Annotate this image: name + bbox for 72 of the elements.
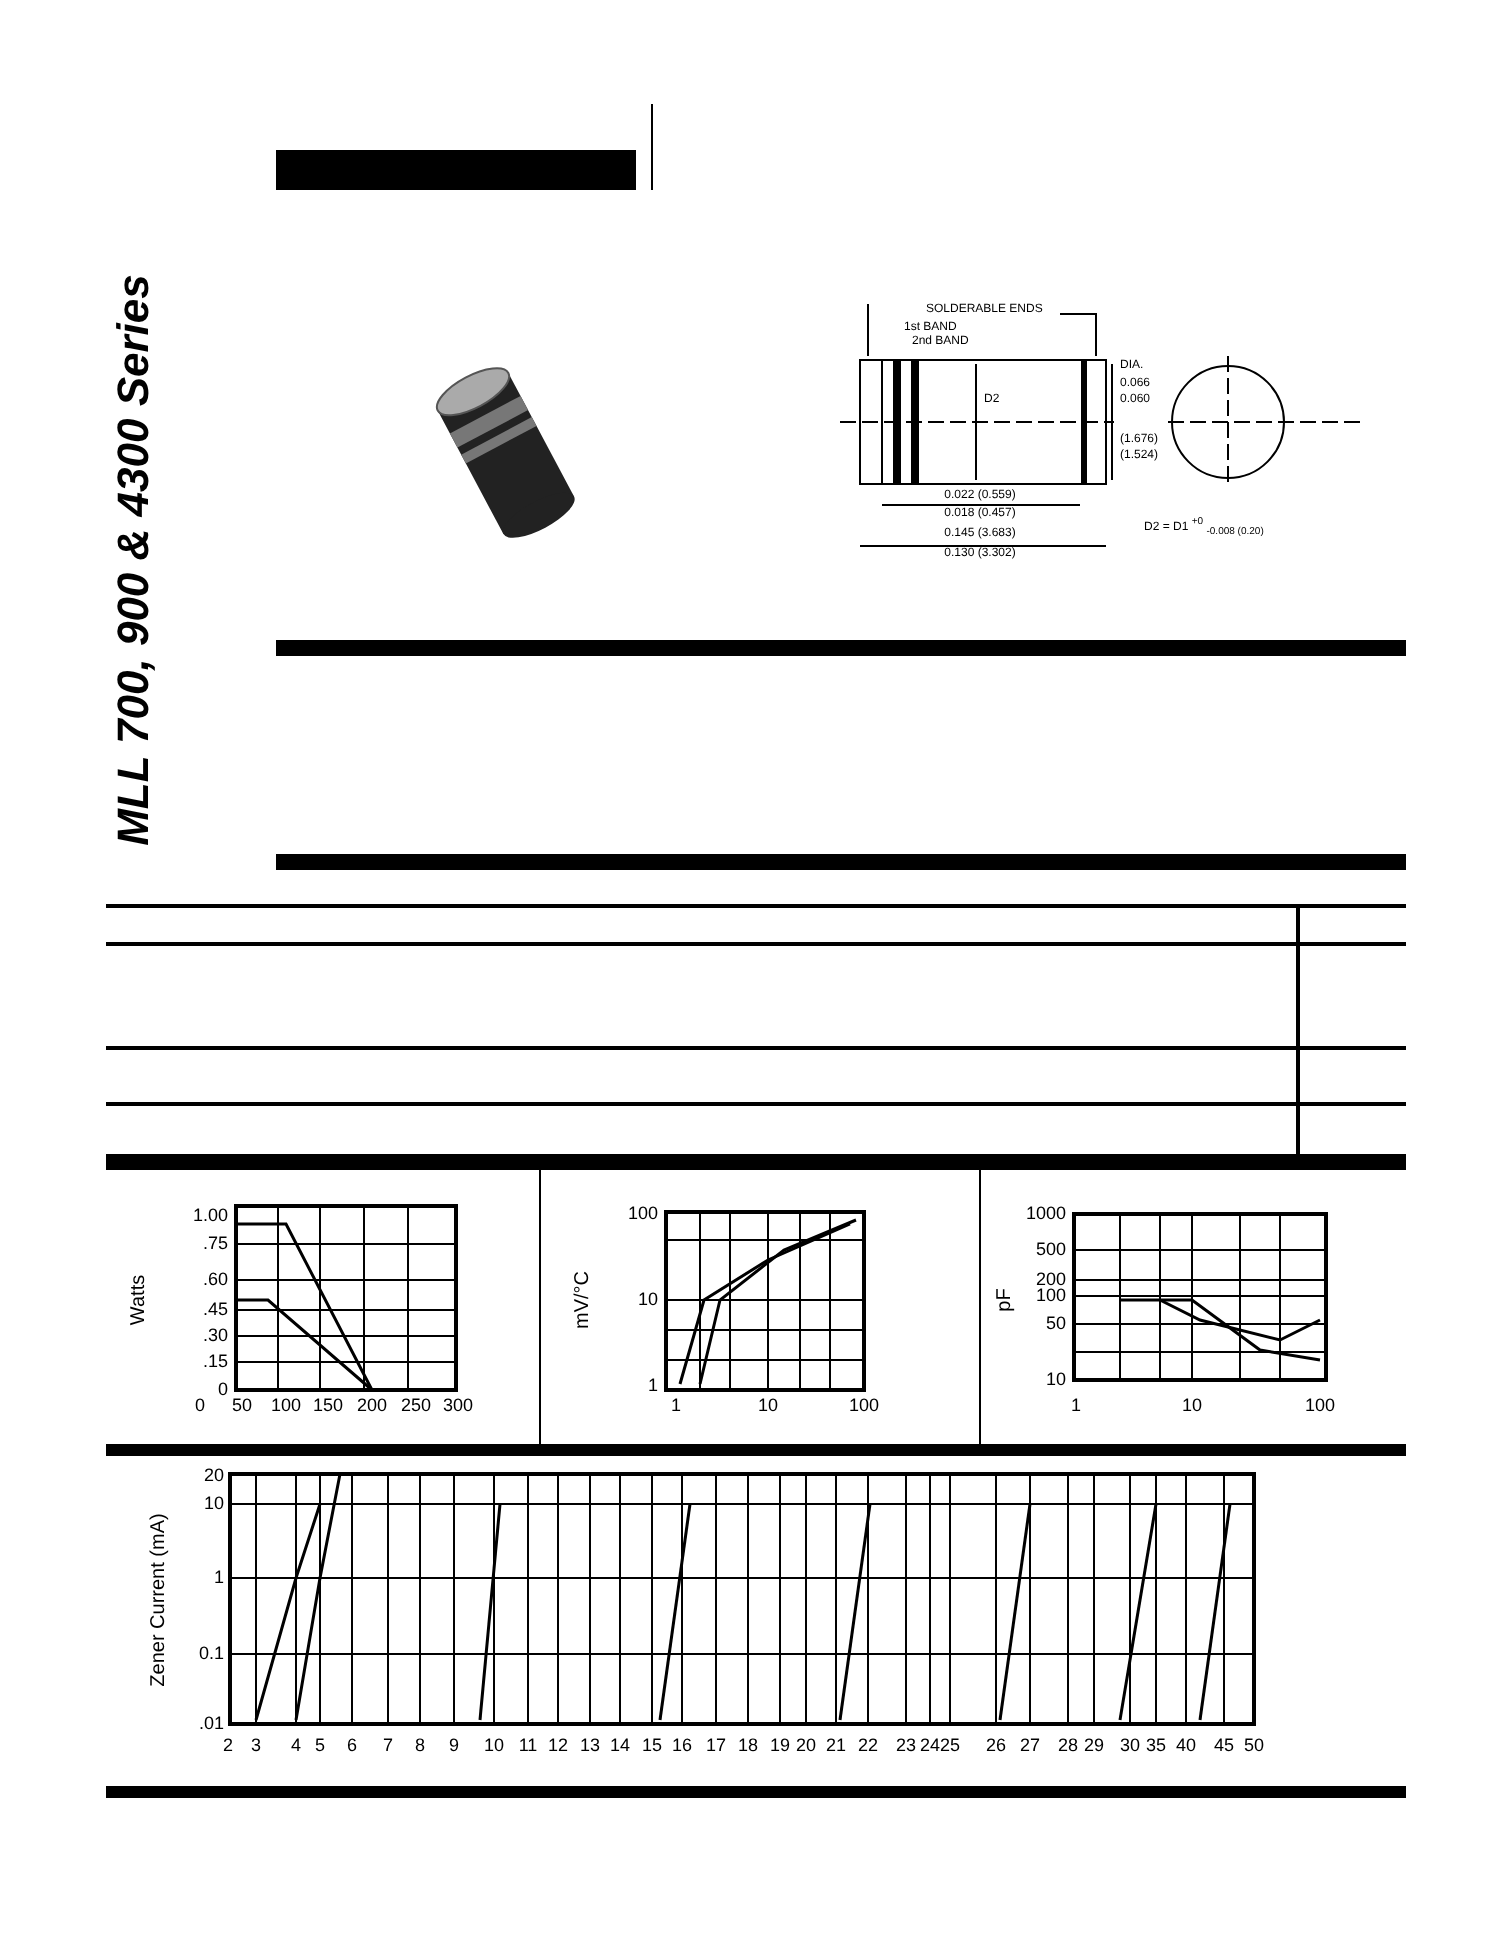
series-title: MLL 700, 900 & 4300 Series xyxy=(112,274,156,846)
tick-label: 28 xyxy=(1058,1737,1078,1755)
tick-label: 22 xyxy=(858,1737,878,1755)
tick-label: 27 xyxy=(1020,1737,1040,1755)
axis-label: Zener Current (mA) xyxy=(150,1513,170,1687)
tick-label: 200 xyxy=(1035,1271,1066,1289)
tick-label: .60 xyxy=(202,1271,228,1289)
tick-label: 8 xyxy=(415,1737,425,1755)
tick-label: 500 xyxy=(1035,1241,1066,1259)
tick-label: 35 xyxy=(1146,1737,1166,1755)
tick-label: 20 xyxy=(203,1467,224,1485)
tick-label: 10 xyxy=(637,1291,658,1309)
tick-label: .75 xyxy=(202,1235,228,1253)
tick-label: 10 xyxy=(1182,1397,1202,1415)
tick-label: 1 xyxy=(671,1397,681,1415)
tick-label: 13 xyxy=(580,1737,600,1755)
tick-label: .01 xyxy=(198,1715,224,1733)
tick-label: 24 xyxy=(920,1737,940,1755)
tick-label: 14 xyxy=(610,1737,630,1755)
tick-label: 150 xyxy=(312,1397,344,1415)
tick-label: 21 xyxy=(826,1737,846,1755)
tick-label: 11 xyxy=(518,1737,538,1755)
tick-label: 1000 xyxy=(1025,1205,1066,1223)
tick-label: 9 xyxy=(449,1737,459,1755)
tick-label: .30 xyxy=(202,1327,228,1345)
tick-label: 10 xyxy=(1045,1371,1066,1389)
tick-label: 17 xyxy=(706,1737,726,1755)
tick-label: 16 xyxy=(672,1737,692,1755)
tick-label: 0 xyxy=(195,1397,205,1415)
tick-label: 1 xyxy=(213,1569,224,1587)
tick-label: 1 xyxy=(1071,1397,1081,1415)
tick-label: 3 xyxy=(251,1737,261,1755)
tick-label: 50 xyxy=(1244,1737,1264,1755)
tick-label: 1.00 xyxy=(192,1207,228,1225)
tick-label: 0.1 xyxy=(198,1645,224,1663)
tick-label: 50 xyxy=(232,1397,252,1415)
axis-label: pF xyxy=(996,1288,1016,1312)
tick-label: 6 xyxy=(347,1737,357,1755)
tick-label: 26 xyxy=(986,1737,1006,1755)
tick-label: 100 xyxy=(1035,1287,1066,1305)
axis-label: mV/°C xyxy=(574,1271,594,1329)
tick-label: 250 xyxy=(400,1397,432,1415)
tick-label: 100 xyxy=(627,1205,658,1223)
tick-label: 12 xyxy=(548,1737,568,1755)
tick-label: 23 xyxy=(896,1737,916,1755)
tick-label: 4 xyxy=(291,1737,301,1755)
tick-label: 30 xyxy=(1120,1737,1140,1755)
tick-label: 100 xyxy=(848,1397,880,1415)
axis-label: Watts xyxy=(130,1274,150,1326)
tick-label: 300 xyxy=(442,1397,474,1415)
tick-label: 19 xyxy=(770,1737,790,1755)
tick-label: 25 xyxy=(940,1737,960,1755)
tick-label: 0 xyxy=(217,1381,228,1399)
tick-label: 50 xyxy=(1045,1315,1066,1333)
tick-label: 29 xyxy=(1084,1737,1104,1755)
tick-label: 40 xyxy=(1176,1737,1196,1755)
tick-label: .15 xyxy=(202,1353,228,1371)
tick-label: 2 xyxy=(223,1737,233,1755)
tick-label: 100 xyxy=(270,1397,302,1415)
tick-label: 1 xyxy=(647,1377,658,1395)
tick-label: 7 xyxy=(383,1737,393,1755)
tick-label: 10 xyxy=(203,1495,224,1513)
tick-label: 45 xyxy=(1214,1737,1234,1755)
tick-label: 18 xyxy=(738,1737,758,1755)
tick-label: .45 xyxy=(202,1301,228,1319)
tick-label: 100 xyxy=(1304,1397,1336,1415)
tick-label: 5 xyxy=(315,1737,325,1755)
tick-label: 10 xyxy=(758,1397,778,1415)
tick-label: 20 xyxy=(796,1737,816,1755)
tick-label: 10 xyxy=(484,1737,504,1755)
tick-label: 200 xyxy=(356,1397,388,1415)
tick-label: 15 xyxy=(642,1737,662,1755)
